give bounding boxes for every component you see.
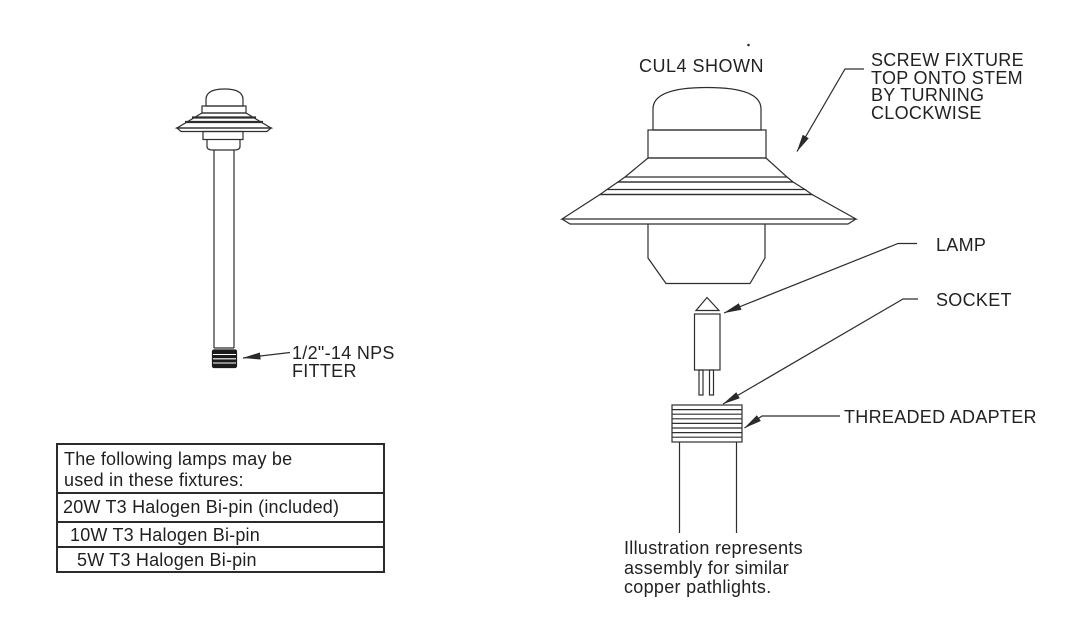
threaded-adapter-callout-label: THREADED ADAPTER <box>844 407 1037 427</box>
threaded-adapter-threads <box>672 409 742 438</box>
table-row: 10W T3 Halogen Bi-pin <box>58 520 383 546</box>
left-fixture-dome <box>205 88 244 107</box>
right-fixture-dome <box>652 86 762 131</box>
right-shade-band2 <box>598 189 814 196</box>
lamp-pin <box>698 369 704 396</box>
left-fixture-collar <box>202 130 244 141</box>
illustration-footnote: Illustration represents assembly for sim… <box>624 538 803 598</box>
table-row: 20W T3 Halogen Bi-pin (included) <box>58 492 383 521</box>
socket-callout-label: SOCKET <box>936 290 1012 310</box>
left-fixture-neck <box>206 139 241 151</box>
screw-note-line: TOP ONTO STEM <box>871 67 1023 88</box>
right-shade-band1 <box>616 176 795 183</box>
fitter-label-line: FITTER <box>292 361 357 381</box>
right-shade-tier2 <box>605 181 808 191</box>
lamp-options-table: The following lamps may be used in these… <box>56 443 385 573</box>
exploded-assembly-drawing <box>559 43 918 533</box>
screw-note-line: CLOCKWISE <box>871 102 982 123</box>
cul4-shown-label: CUL4 SHOWN <box>639 56 765 76</box>
lamp-callout-label: LAMP <box>936 235 987 255</box>
right-fixture-band <box>647 129 767 159</box>
screw-note-line: SCREW FIXTURE <box>871 50 1024 70</box>
socket-leader-line <box>722 298 918 405</box>
left-fixture-band <box>201 105 247 114</box>
fitter-label-line: 1/2"-14 NPS <box>292 343 395 363</box>
right-fixture-body <box>647 224 766 285</box>
footnote-line: assembly for similar <box>624 557 790 578</box>
left-shade-rim <box>175 127 273 133</box>
screw-note-line: BY TURNING <box>871 85 985 105</box>
right-shade-brim <box>559 193 859 220</box>
footnote-line: copper pathlights. <box>624 577 772 597</box>
halogen-lamp-body <box>693 313 721 371</box>
pathlight-fixture-drawing <box>174 88 291 369</box>
fitter-callout-label: 1/2"-14 NPS FITTER <box>292 344 395 380</box>
left-fitter-thread-lines <box>213 353 236 364</box>
right-shade-rim <box>561 218 857 225</box>
adapter-leader-line <box>744 415 840 429</box>
lamp-table-header-line: The following lamps may be <box>64 449 293 469</box>
left-fixture-stem <box>213 150 235 349</box>
lamp-table-header-line: used in these fixtures: <box>64 470 244 490</box>
lamp-table-header: The following lamps may be used in these… <box>58 445 383 492</box>
lamp-pin <box>708 369 715 396</box>
screw-note-leader-line <box>796 68 864 152</box>
halogen-lamp-tip <box>694 296 721 312</box>
fitter-leader-line <box>242 351 291 360</box>
footnote-line: Illustration represents <box>624 538 803 558</box>
left-fixture-shade <box>174 112 274 129</box>
screw-fixture-note: SCREW FIXTURE TOP ONTO STEM BY TURNING C… <box>871 50 1024 123</box>
right-shade-tier1 <box>623 157 789 178</box>
table-row: 5W T3 Halogen Bi-pin <box>58 546 383 571</box>
lamp-leader-line <box>723 242 917 314</box>
stray-dot <box>747 43 750 47</box>
right-stem <box>678 442 738 533</box>
